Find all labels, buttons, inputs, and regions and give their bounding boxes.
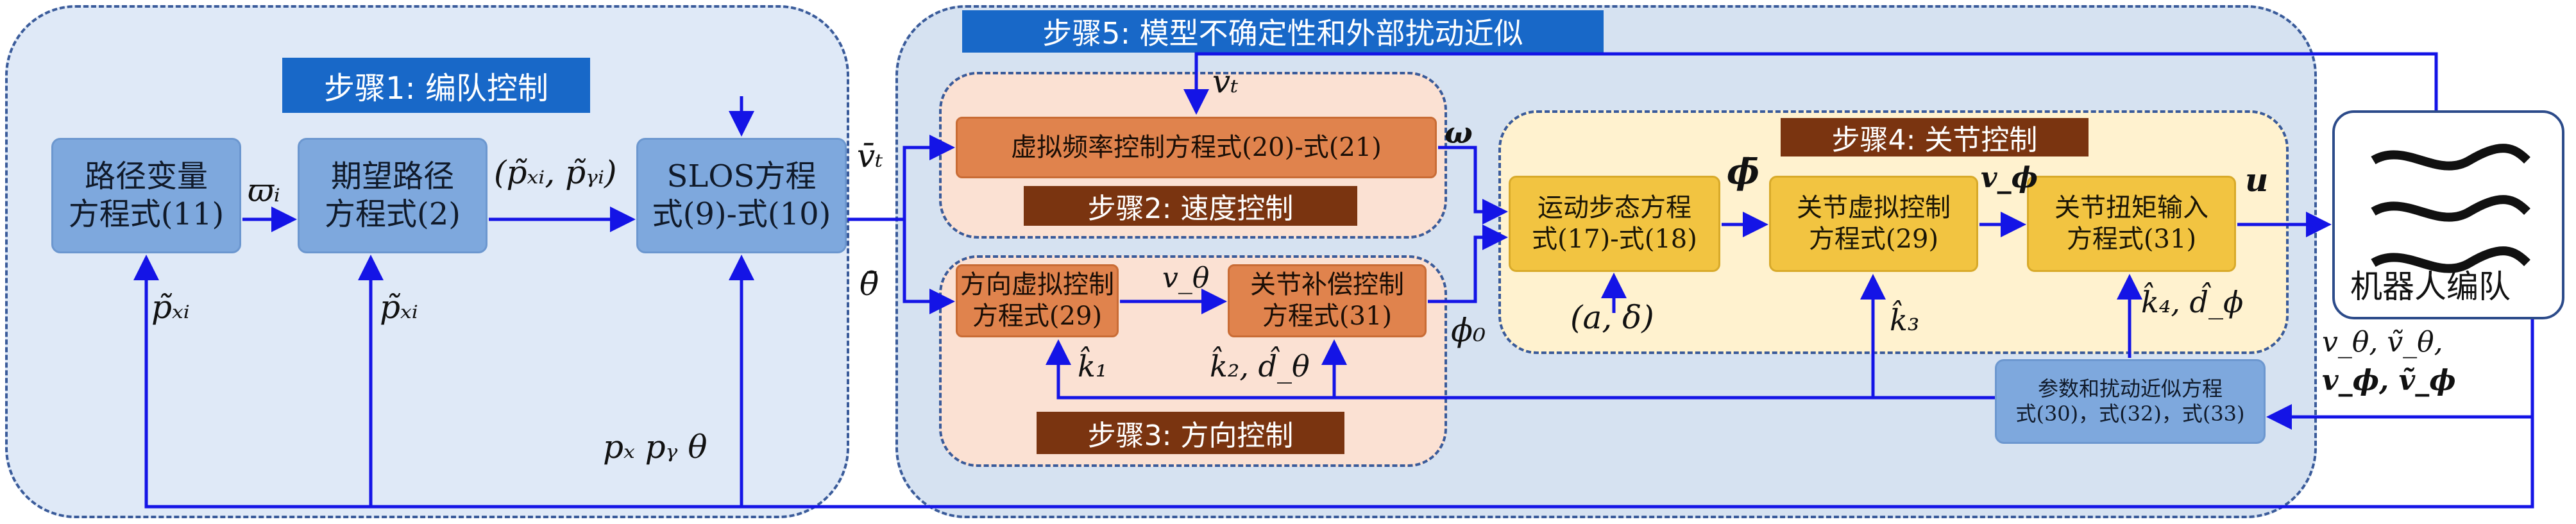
label-p-xi-1: p̃ₓᵢ xyxy=(151,289,190,326)
joint-torque-box: 关节扭矩输入 方程式(31) xyxy=(2027,176,2236,272)
step3-title: 步骤3: 方向控制 xyxy=(1037,412,1344,454)
label-u: u xyxy=(2245,161,2269,199)
label-k1: k̂₁ xyxy=(1078,349,1108,384)
feedback-bus xyxy=(133,255,2534,509)
arrow-omega xyxy=(1438,146,1508,224)
label-a-delta: (a, δ) xyxy=(1570,299,1654,336)
joint-virtual-box: 关节虚拟控制 方程式(29) xyxy=(1769,176,1978,272)
slos-box: SLOS方程 式(9)-式(10) xyxy=(636,138,847,253)
path-variable-box: 路径变量 方程式(11) xyxy=(51,138,241,253)
direction-virtual-box: 方向虚拟控制 方程式(29) xyxy=(956,264,1119,337)
label-v-phi: v_ϕ xyxy=(1981,162,2038,194)
label-phi-bar: ϕ̄ xyxy=(1727,151,1759,192)
step2-title: 步骤2: 速度控制 xyxy=(1024,186,1357,226)
label-k4-d-phi: k̂₄, d̂_ϕ xyxy=(2141,285,2244,319)
arrow-slos-to-direction xyxy=(902,219,955,314)
label-omega: ω xyxy=(1445,115,1473,150)
label-p-xi-2: p̃ₓᵢ xyxy=(380,289,418,326)
label-k3: k̂₃ xyxy=(1890,303,1920,337)
desired-path-box: 期望路径 方程式(2) xyxy=(298,138,487,253)
snake-robot-icon xyxy=(2371,144,2530,273)
label-v-theta: v_θ xyxy=(1162,262,1210,294)
label-theta-bar: θ̄ xyxy=(860,266,879,303)
label-v-t: vₜ xyxy=(1212,63,1239,100)
arrow-phi0 xyxy=(1428,224,1508,303)
label-phi0: ϕ₀ xyxy=(1451,312,1486,349)
step1-title: 步骤1: 编队控制 xyxy=(282,58,590,113)
label-px-py-theta: pₓ pᵧ θ xyxy=(603,428,708,466)
top-loop-line xyxy=(1194,52,2438,110)
label-feedback-line2: v_ϕ, ṽ_ϕ xyxy=(2322,364,2456,397)
virtual-frequency-box: 虚拟频率控制方程式(20)-式(21) xyxy=(956,117,1437,178)
step4-title: 步骤4: 关节控制 xyxy=(1781,118,2089,156)
label-feedback-line1: v_θ, ṽ_θ, xyxy=(2322,326,2443,359)
arrow-slos-to-speed xyxy=(848,135,955,221)
joint-compensation-box: 关节补偿控制 方程式(31) xyxy=(1228,264,1427,337)
param-approximation-box: 参数和扰动近似方程 式(30)，式(32)，式(33) xyxy=(1995,359,2266,444)
label-p-pair: (p̃ₓᵢ, p̃ᵧᵢ) xyxy=(494,154,617,191)
gait-box: 运动步态方程 式(17)-式(18) xyxy=(1509,176,1720,272)
label-k2-d-theta: k̂₂, d̂_θ xyxy=(1210,349,1310,384)
label-varpi: ϖᵢ xyxy=(248,172,280,209)
param-to-k-line xyxy=(1046,339,1995,400)
step5-title: 步骤5: 模型不确定性和外部扰动近似 xyxy=(962,10,1604,53)
label-v-t-bar: v̄ₜ xyxy=(857,137,883,174)
robot-formation-label: 机器人编队 xyxy=(2350,268,2511,305)
